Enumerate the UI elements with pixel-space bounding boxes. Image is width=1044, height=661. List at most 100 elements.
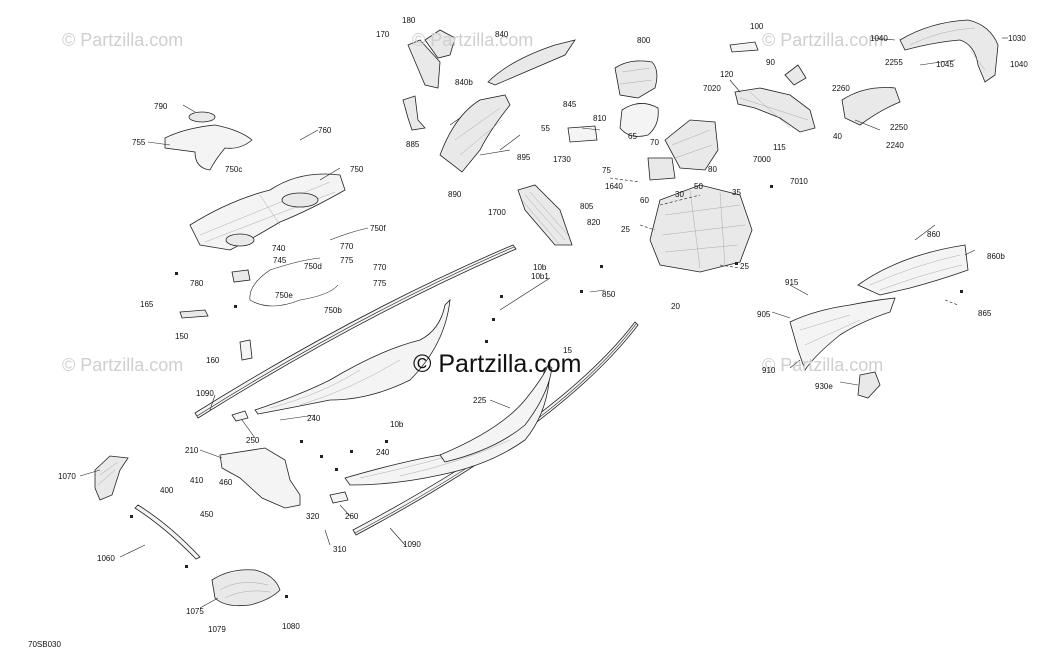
- part-label[interactable]: 180: [402, 16, 416, 25]
- part-label[interactable]: 240: [307, 414, 321, 423]
- part-label[interactable]: 40: [833, 132, 842, 141]
- side-panel-910: [789, 297, 896, 371]
- part-label[interactable]: 770: [373, 263, 387, 272]
- part-label[interactable]: 1045: [936, 60, 954, 69]
- part-label[interactable]: 15: [563, 346, 572, 355]
- part-label[interactable]: 805: [580, 202, 594, 211]
- part-label[interactable]: 60: [640, 196, 649, 205]
- part-label[interactable]: 1080: [282, 622, 300, 631]
- part-label[interactable]: 50: [694, 182, 703, 191]
- part-label[interactable]: 460: [219, 478, 233, 487]
- part-label[interactable]: 745: [273, 256, 287, 265]
- part-label[interactable]: 930e: [815, 382, 833, 391]
- part-label[interactable]: 1730: [553, 155, 571, 164]
- part-label[interactable]: 1090: [403, 540, 421, 549]
- part-label[interactable]: 20: [671, 302, 680, 311]
- part-label[interactable]: 865: [978, 309, 992, 318]
- part-label[interactable]: 910: [762, 366, 776, 375]
- part-label[interactable]: 890: [448, 190, 462, 199]
- part-label[interactable]: 225: [473, 396, 487, 405]
- part-label[interactable]: 55: [541, 124, 550, 133]
- part-label[interactable]: 1060: [97, 554, 115, 563]
- part-label[interactable]: 400: [160, 486, 174, 495]
- part-label[interactable]: 760: [318, 126, 332, 135]
- part-label[interactable]: 7000: [753, 155, 771, 164]
- part-label[interactable]: 1640: [605, 182, 623, 191]
- part-label[interactable]: 775: [340, 256, 354, 265]
- part-label[interactable]: 100: [750, 22, 764, 31]
- part-label[interactable]: 820: [587, 218, 601, 227]
- part-label[interactable]: 740: [272, 244, 286, 253]
- part-label[interactable]: 790: [154, 102, 168, 111]
- part-label[interactable]: 1079: [208, 625, 226, 634]
- part-label[interactable]: 2260: [832, 84, 850, 93]
- part-label[interactable]: 160: [206, 356, 220, 365]
- part-label[interactable]: 750b: [324, 306, 342, 315]
- part-label[interactable]: 1040: [1010, 60, 1028, 69]
- part-label[interactable]: 915: [785, 278, 799, 287]
- part-label[interactable]: 770: [340, 242, 354, 251]
- part-label[interactable]: 10b1: [531, 272, 549, 281]
- part-label[interactable]: 320: [306, 512, 320, 521]
- part-label[interactable]: 410: [190, 476, 204, 485]
- part-label[interactable]: 1070: [58, 472, 76, 481]
- part-label[interactable]: 800: [637, 36, 651, 45]
- part-label[interactable]: 75: [602, 166, 611, 175]
- part-label[interactable]: 65: [628, 132, 637, 141]
- part-label[interactable]: 115: [773, 143, 786, 152]
- part-label[interactable]: 2250: [890, 123, 908, 132]
- part-label[interactable]: 120: [720, 70, 734, 79]
- part-label[interactable]: 860b: [987, 252, 1005, 261]
- part-label[interactable]: 35: [732, 188, 741, 197]
- part-label[interactable]: 775: [373, 279, 387, 288]
- part-label[interactable]: 1075: [186, 607, 204, 616]
- part-label[interactable]: 250: [246, 436, 260, 445]
- part-label[interactable]: 1030: [1008, 34, 1026, 43]
- part-label[interactable]: 860: [927, 230, 941, 239]
- part-label[interactable]: 850: [602, 290, 616, 299]
- footrest-225: [439, 364, 553, 463]
- part-label[interactable]: 70: [650, 138, 659, 147]
- part-label[interactable]: 165: [140, 300, 154, 309]
- part-label[interactable]: 170: [376, 30, 390, 39]
- part-label[interactable]: 7020: [703, 84, 721, 93]
- part-label[interactable]: 845: [563, 100, 577, 109]
- part-label[interactable]: 90: [766, 58, 775, 67]
- part-label[interactable]: 750c: [225, 165, 243, 174]
- part-label[interactable]: 210: [185, 446, 199, 455]
- part-label[interactable]: 80: [708, 165, 717, 174]
- part-label[interactable]: 7010: [790, 177, 808, 186]
- watermark: © Partzilla.com: [62, 30, 184, 50]
- part-label[interactable]: 450: [200, 510, 214, 519]
- watermark: © Partzilla.com: [412, 30, 534, 50]
- part-label[interactable]: 1040: [870, 34, 888, 43]
- part-label[interactable]: 750f: [370, 224, 386, 233]
- dashed-leaders: [609, 177, 959, 306]
- part-label[interactable]: 750: [350, 165, 364, 174]
- part-label[interactable]: 780: [190, 279, 204, 288]
- part-label[interactable]: 240: [376, 448, 390, 457]
- part-label[interactable]: 750e: [275, 291, 293, 300]
- part-label[interactable]: 1700: [488, 208, 506, 217]
- part-label[interactable]: 310: [333, 545, 347, 554]
- part-label[interactable]: 840b: [455, 78, 473, 87]
- part-label[interactable]: 30: [675, 190, 684, 199]
- emblem-790: [188, 111, 216, 123]
- part-label[interactable]: 25: [621, 225, 630, 234]
- part-label[interactable]: 150: [175, 332, 189, 341]
- part-label[interactable]: 10b: [533, 263, 547, 272]
- part-label[interactable]: 885: [406, 140, 420, 149]
- part-label[interactable]: 810: [593, 114, 607, 123]
- part-label[interactable]: 750d: [304, 262, 322, 271]
- part-label[interactable]: 905: [757, 310, 771, 319]
- part-label[interactable]: 260: [345, 512, 359, 521]
- part-label[interactable]: 1090: [196, 389, 214, 398]
- part-label[interactable]: 840: [495, 30, 509, 39]
- part-label[interactable]: 10b: [390, 420, 404, 429]
- part-label[interactable]: 2255: [885, 58, 903, 67]
- part-label[interactable]: 755: [132, 138, 146, 147]
- part-label[interactable]: 2240: [886, 141, 904, 150]
- cover-1075: [211, 569, 281, 607]
- part-label[interactable]: 895: [517, 153, 531, 162]
- part-label[interactable]: 25: [740, 262, 749, 271]
